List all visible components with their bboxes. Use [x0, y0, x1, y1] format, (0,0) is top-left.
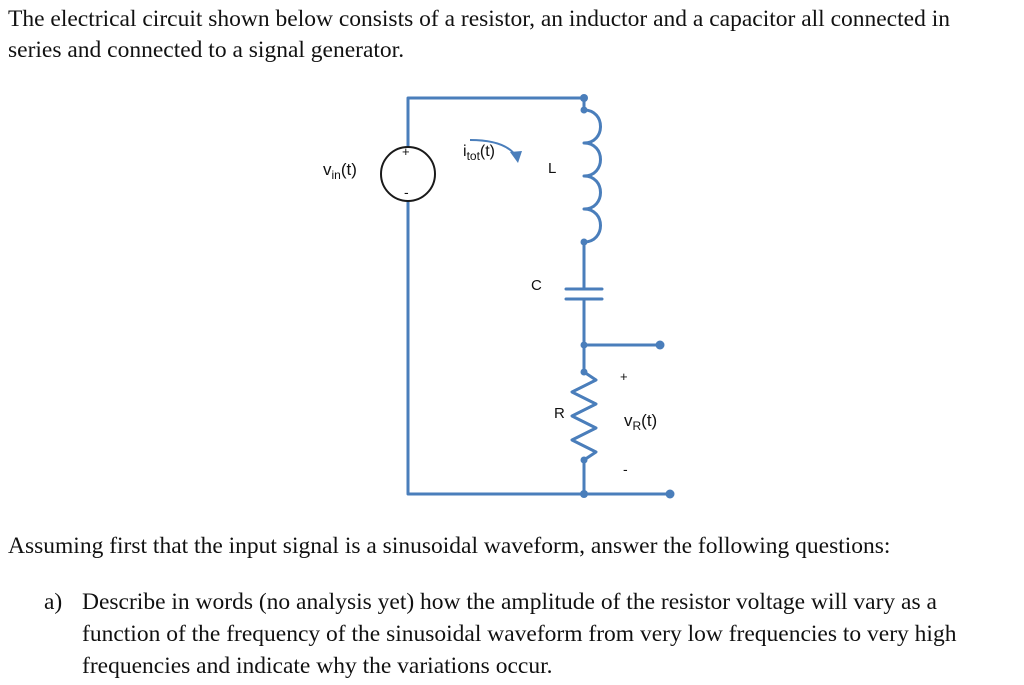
- resistor-zigzag-icon: [570, 370, 598, 462]
- terminal-dot-out-minus: [665, 489, 675, 499]
- node-dot-resistor-top: [580, 368, 588, 376]
- question-intro: Assuming first that the input signal is …: [8, 533, 891, 559]
- source-minus-label: -: [404, 184, 409, 200]
- vin-label: vin(t): [323, 160, 357, 182]
- vr-label: vR(t): [624, 411, 657, 433]
- node-dot-mid: [580, 341, 588, 349]
- current-arrowhead-icon: [510, 151, 522, 163]
- resistor-label: R: [554, 405, 565, 422]
- node-dot-inductor-bottom: [580, 238, 588, 246]
- output-minus-label: -: [623, 461, 628, 477]
- wire-c-to-node: [582, 297, 662, 347]
- itot-label: itot(t): [463, 143, 495, 163]
- terminal-dot-out-plus: [655, 340, 665, 350]
- item-marker: a): [44, 589, 63, 615]
- intro-paragraph: The electrical circuit shown below consi…: [8, 6, 950, 63]
- output-plus-label: +: [620, 369, 628, 384]
- inductor-label: L: [548, 160, 556, 177]
- wire-top: [406, 96, 586, 149]
- node-dot-top-right: [580, 94, 588, 102]
- node-dot-inductor-top: [580, 106, 588, 114]
- voltage-source-icon: [380, 146, 436, 202]
- node-dot-resistor-bottom: [580, 456, 588, 464]
- wire-bottom: [406, 199, 672, 496]
- node-dot-bottom: [580, 490, 588, 498]
- item-text: Describe in words (no analysis yet) how …: [82, 589, 957, 679]
- capacitor-label: C: [531, 277, 542, 294]
- question-item-a: a) Describe in words (no analysis yet) h…: [44, 586, 1004, 682]
- inductor-coil-icon: [582, 108, 602, 244]
- source-plus-label: +: [402, 144, 410, 159]
